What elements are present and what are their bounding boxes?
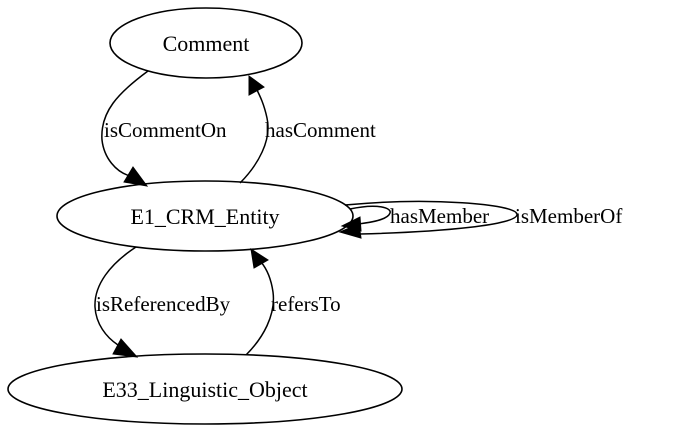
edge-iscommenton-arrowhead <box>123 166 149 187</box>
edge-refersto-line <box>245 261 275 356</box>
node-e1-crm-entity-label: E1_CRM_Entity <box>130 204 279 229</box>
node-e33-linguistic-object-label: E33_Linguistic_Object <box>102 377 307 402</box>
edge-ismemberof-label: isMemberOf <box>515 204 622 228</box>
edge-refersto-label: refersTo <box>271 292 341 316</box>
node-comment-shape <box>109 7 303 79</box>
edge-hascomment-label: hasComment <box>265 118 376 142</box>
edge-isreferencedby-label: isReferencedBy <box>96 292 231 316</box>
edge-refersto-arrowhead <box>250 247 269 269</box>
edge-hasmember-label: hasMember <box>390 204 489 228</box>
node-comment[interactable]: Comment <box>109 7 303 79</box>
edge-hascomment-line <box>239 87 269 184</box>
node-comment-label: Comment <box>163 31 250 56</box>
edge-iscommenton-label: isCommentOn <box>104 118 227 142</box>
edge-ismemberof[interactable]: isMemberOf <box>338 200 622 239</box>
node-e33-linguistic-object[interactable]: E33_Linguistic_Object <box>7 353 403 425</box>
edge-ismemberof-line <box>344 200 518 235</box>
node-e33-linguistic-object-shape <box>7 353 403 425</box>
edge-hasmember[interactable]: hasMember <box>340 204 489 232</box>
edge-isreferencedby-arrowhead <box>112 338 139 358</box>
edge-isreferencedby[interactable]: isReferencedBy <box>94 246 231 358</box>
edge-iscommenton[interactable]: isCommentOn <box>101 70 227 187</box>
edge-iscommenton-line <box>101 70 149 177</box>
node-e1-crm-entity-shape <box>56 180 354 252</box>
edge-hasmember-line <box>349 205 391 225</box>
edge-isreferencedby-line <box>94 246 137 346</box>
edge-hascomment[interactable]: hasComment <box>239 75 376 184</box>
edge-ismemberof-arrowhead <box>338 223 362 239</box>
node-e1-crm-entity[interactable]: E1_CRM_Entity <box>56 180 354 252</box>
edge-hascomment-arrowhead <box>248 75 265 96</box>
edge-refersto[interactable]: refersTo <box>245 247 341 356</box>
